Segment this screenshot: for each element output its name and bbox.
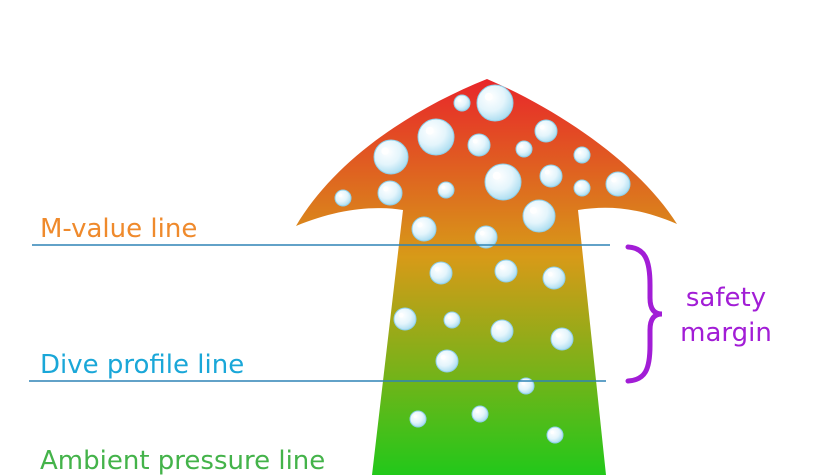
bubble — [534, 119, 558, 143]
bubble-highlight — [547, 271, 553, 277]
margin-label: margin — [680, 318, 772, 348]
bubble-highlight — [519, 144, 523, 148]
bubble-highlight — [472, 138, 478, 144]
bubble — [437, 181, 455, 199]
bubble-highlight — [492, 171, 501, 180]
bubble-group — [334, 84, 631, 444]
ambient-pressure-label: Ambient pressure line — [40, 446, 325, 475]
bubble-highlight — [484, 92, 493, 101]
bubble-highlight — [495, 324, 501, 330]
bubble — [476, 84, 514, 122]
bubble — [411, 216, 437, 242]
bubble-highlight — [338, 193, 342, 197]
safety-label: safety — [686, 283, 766, 313]
bubble — [539, 164, 563, 188]
bubble-highlight — [611, 177, 617, 183]
bubble-highlight — [577, 183, 581, 187]
bubble-highlight — [398, 312, 404, 318]
bubble-highlight — [529, 206, 537, 214]
bubble — [494, 259, 518, 283]
bubble — [373, 139, 409, 175]
bubble — [377, 180, 403, 206]
dive-profile-label: Dive profile line — [40, 350, 244, 380]
bubble — [542, 266, 566, 290]
bubble — [573, 146, 591, 164]
bubble-highlight — [457, 98, 461, 102]
bubble-highlight — [499, 264, 505, 270]
bubble-highlight — [447, 315, 451, 319]
bubble-highlight — [434, 266, 440, 272]
bubble — [334, 189, 352, 207]
bubble — [471, 405, 489, 423]
bubble-highlight — [479, 230, 485, 236]
bubble-highlight — [381, 147, 389, 155]
bubble — [467, 133, 491, 157]
bubble-highlight — [441, 185, 445, 189]
bubble-highlight — [417, 222, 423, 228]
pressure-arrow — [296, 79, 677, 475]
bubble — [550, 327, 574, 351]
bubble — [573, 179, 591, 197]
bubble-highlight — [440, 354, 446, 360]
bubble — [417, 118, 455, 156]
safety-margin-brace — [625, 244, 663, 384]
bubble-highlight — [475, 409, 479, 413]
bubble-highlight — [577, 150, 581, 154]
bubble — [522, 199, 556, 233]
bubble-highlight — [539, 124, 545, 130]
bubble — [490, 319, 514, 343]
bubble — [515, 140, 533, 158]
bubble-highlight — [413, 414, 417, 418]
bubble — [393, 307, 417, 331]
bubble — [409, 410, 427, 428]
bubble-highlight — [425, 126, 434, 135]
bubble — [435, 349, 459, 373]
bubble-highlight — [550, 430, 554, 434]
bubble-highlight — [521, 381, 525, 385]
bubble — [546, 426, 564, 444]
bubble-highlight — [383, 186, 389, 192]
bubble-highlight — [544, 169, 550, 175]
bubble — [484, 163, 522, 201]
bubble — [429, 261, 453, 285]
bubble — [453, 94, 471, 112]
m-value-label: M-value line — [40, 214, 197, 244]
bubble-highlight — [555, 332, 561, 338]
bubble — [605, 171, 631, 197]
bubble — [443, 311, 461, 329]
